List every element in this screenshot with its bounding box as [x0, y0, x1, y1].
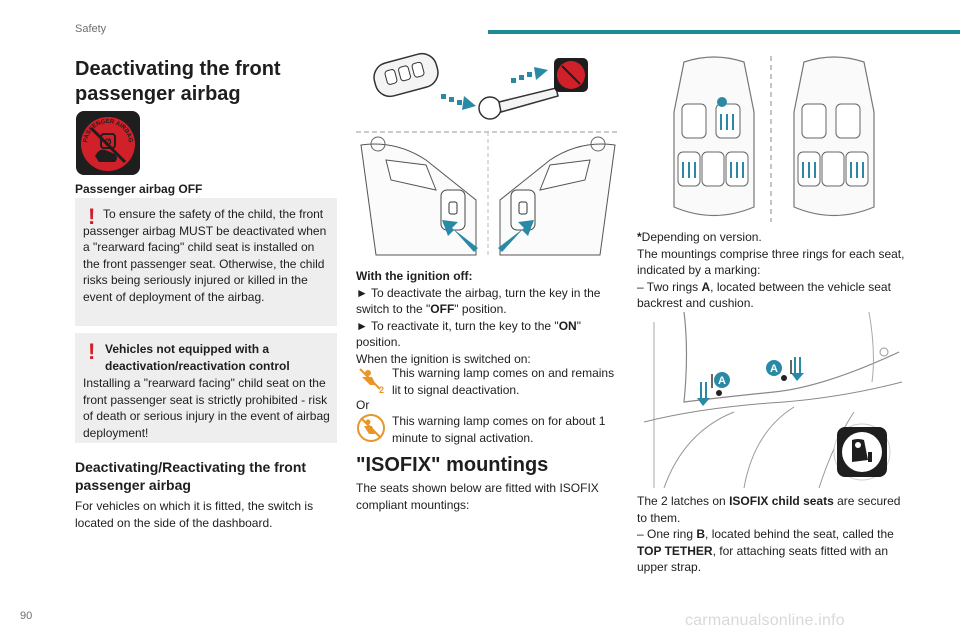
depending-on-version: *Depending on version.: [637, 230, 762, 244]
airbag-icon-caption: Passenger airbag OFF: [75, 182, 203, 196]
isofix-intro: The seats shown below are fitted with IS…: [356, 481, 599, 512]
latches-text: The 2 latches on ISOFIX child seats are …: [637, 494, 901, 525]
page-number: 90: [20, 610, 33, 622]
lamp-activation-text: This warning lamp comes on for about 1 m…: [392, 414, 606, 445]
ignition-on-label: When the ignition is switched on:: [356, 351, 531, 366]
or-text: Or: [356, 398, 370, 412]
isofix-heading: "ISOFIX" mountings: [356, 454, 549, 476]
svg-text:2: 2: [379, 385, 384, 395]
svg-text:Ø: Ø: [104, 137, 111, 147]
rings-a-text: – Two rings A, located between the vehic…: [637, 279, 891, 311]
warning-text: Installing a "rearward facing" child sea…: [83, 376, 330, 440]
airbag-deactivated-lamp-icon: 2: [356, 365, 386, 395]
rings-intro: The mountings comprise three rings for e…: [637, 246, 905, 278]
isofix-ring-illustration: A A: [643, 311, 904, 489]
section-title: Safety: [75, 23, 107, 35]
step-deactivate: ► To deactivate the airbag, turn the key…: [356, 285, 601, 317]
watermark: carmanualsonline.info: [685, 612, 845, 629]
body-text: For vehicles on which it is fitted, the …: [75, 499, 314, 530]
warning-box-child-safety: ! To ensure the safety of the child, the…: [75, 198, 337, 326]
warning-icon: !: [88, 204, 96, 229]
warning-title: Vehicles not equipped with a deactivatio…: [105, 342, 290, 373]
ring-b-text: – One ring B, located behind the seat, c…: [637, 527, 894, 574]
ignition-off-label: With the ignition off:: [356, 269, 473, 283]
page-title: Deactivating the front passenger airbag: [75, 58, 281, 105]
header-accent-bar: [488, 30, 960, 34]
ring-a-label: A: [770, 363, 778, 375]
airbag-off-icon: PASSENGER AIRBAG Ø: [75, 110, 141, 176]
lamp-deactivation-text: This warning lamp comes on and remains l…: [392, 366, 615, 397]
warning-icon: !: [88, 339, 96, 364]
airbag-activated-lamp-icon: [356, 413, 386, 443]
ring-a-label: A: [718, 375, 726, 387]
isofix-seat-layout-diagram: [644, 52, 904, 224]
warning-box-no-control: ! Vehicles not equipped with a deactivat…: [75, 333, 337, 443]
section-heading: Deactivating/Reactivating the front pass…: [75, 459, 307, 493]
airbag-switch-illustration: [356, 50, 620, 260]
warning-text: To ensure the safety of the child, the f…: [83, 207, 327, 304]
step-reactivate: ► To reactivate it, turn the key to the …: [356, 318, 581, 350]
